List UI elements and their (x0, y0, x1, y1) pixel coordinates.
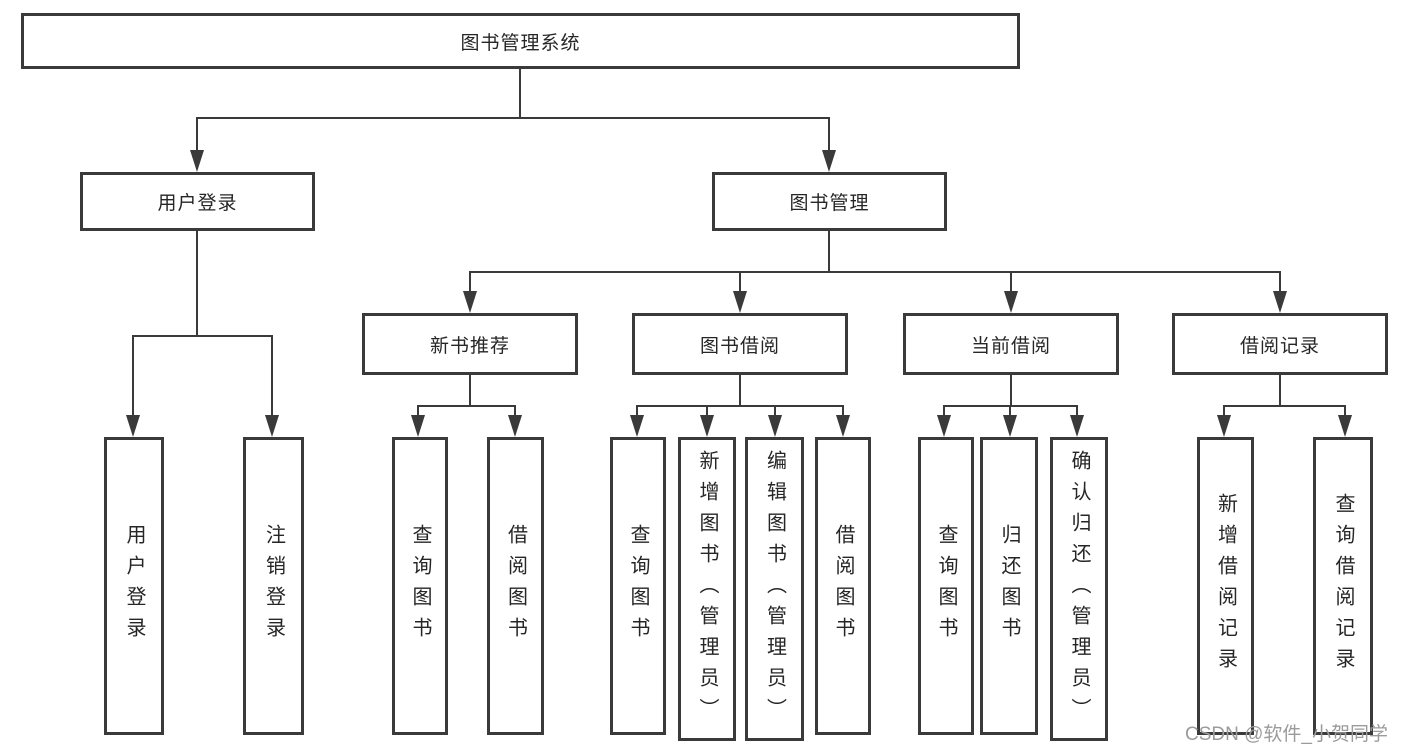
connector-drop-leaf-logout (271, 335, 273, 417)
arrow-down-icon (265, 415, 279, 437)
node-book-borrow-label: 图书借阅 (699, 335, 780, 357)
leaf-add-borrow-record: 新增借阅记录 (1197, 437, 1254, 735)
csdn-watermark: CSDN @软件_小贺同学 (1185, 724, 1388, 745)
connector-user-login-bus (132, 335, 273, 337)
connector-drop (1009, 405, 1011, 417)
leaf-query-books-3: 查询图书 (918, 437, 974, 735)
leaf-query-borrow-record-label: 查询借阅记录 (1332, 493, 1354, 679)
leaf-borrow-books-1: 借阅图书 (487, 437, 544, 735)
arrow-down-icon (1070, 415, 1084, 437)
arrow-down-icon (700, 415, 714, 437)
connector-drop (1223, 405, 1225, 417)
leaf-query-books-2: 查询图书 (610, 437, 666, 735)
connector-drop (842, 405, 844, 417)
node-current-borrow: 当前借阅 (903, 313, 1119, 375)
leaf-confirm-return-admin-label: 确认归还（管理员） (1068, 449, 1090, 729)
arrow-down-icon (733, 291, 747, 313)
connector-drop-user-login (196, 117, 198, 153)
leaf-confirm-return-admin: 确认归还（管理员） (1050, 437, 1108, 741)
arrow-down-icon (126, 415, 140, 437)
leaf-add-books-admin: 新增图书（管理员） (678, 437, 736, 741)
connector-root-bus (197, 117, 830, 119)
leaf-user-login: 用户登录 (104, 437, 164, 735)
leaf-query-books-1: 查询图书 (392, 437, 448, 735)
leaf-add-borrow-record-label: 新增借阅记录 (1214, 493, 1237, 679)
leaf-user-login-label: 用户登录 (123, 524, 145, 648)
connector-drop-book-management (828, 117, 830, 153)
arrow-down-icon (1003, 415, 1017, 437)
arrow-down-icon (1273, 291, 1287, 313)
leaf-add-books-admin-label: 新增图书（管理员） (696, 449, 718, 729)
leaf-edit-books-admin-label: 编辑图书（管理员） (763, 449, 786, 729)
connector-drop (1344, 405, 1346, 417)
arrow-down-icon (1004, 291, 1018, 313)
node-root-label: 图书管理系统 (460, 32, 581, 54)
connector-drop (417, 405, 419, 417)
arrow-down-icon (411, 415, 425, 437)
leaf-query-books-1-label: 查询图书 (409, 524, 431, 648)
connector-drop-new-book-recommend (469, 271, 471, 293)
leaf-borrow-books-1-label: 借阅图书 (504, 524, 527, 648)
leaf-query-books-2-label: 查询图书 (627, 524, 649, 648)
connector-root-stem (519, 68, 521, 118)
leaf-logout-label: 注销登录 (262, 524, 285, 648)
leaf-return-books-label: 归还图书 (998, 524, 1020, 648)
connector-drop (943, 405, 945, 417)
connector-drop-borrow-records (1279, 271, 1281, 293)
connector-drop (1076, 405, 1078, 417)
arrow-down-icon (937, 415, 951, 437)
connector-borrow-records-stem (1279, 375, 1281, 406)
leaf-logout: 注销登录 (243, 437, 304, 735)
connector-new-book-recommend-stem (469, 375, 471, 406)
leaf-query-borrow-record: 查询借阅记录 (1313, 437, 1373, 735)
connector-book-borrow-stem (739, 375, 741, 406)
node-user-login: 用户登录 (80, 172, 315, 231)
node-book-borrow: 图书借阅 (632, 313, 848, 375)
connector-drop (706, 405, 708, 417)
connector-borrow-records-bus (1223, 405, 1346, 407)
connector-new-book-recommend-bus (417, 405, 516, 407)
connector-drop-book-borrow (739, 271, 741, 293)
arrow-down-icon (190, 150, 204, 172)
leaf-edit-books-admin: 编辑图书（管理员） (745, 437, 804, 741)
connector-book-borrow-bus (636, 405, 844, 407)
connector-book-management-bus (469, 271, 1281, 273)
arrow-down-icon (768, 415, 782, 437)
node-user-login-label: 用户登录 (157, 193, 238, 214)
connector-drop-current-borrow (1010, 271, 1012, 293)
arrow-down-icon (1217, 415, 1231, 437)
leaf-borrow-books-2-label: 借阅图书 (832, 524, 854, 648)
arrow-down-icon (1338, 415, 1352, 437)
node-book-management: 图书管理 (712, 172, 947, 231)
connector-user-login-stem (196, 231, 198, 336)
arrow-down-icon (822, 150, 836, 172)
leaf-query-books-3-label: 查询图书 (935, 524, 957, 648)
arrow-down-icon (836, 415, 850, 437)
arrow-down-icon (508, 415, 522, 437)
connector-drop (636, 405, 638, 417)
node-new-book-recommend: 新书推荐 (362, 313, 578, 375)
connector-drop (514, 405, 516, 417)
connector-drop-leaf-user-login (132, 335, 134, 417)
node-borrow-records-label: 借阅记录 (1239, 335, 1320, 357)
connector-book-management-stem (828, 231, 830, 273)
node-new-book-recommend-label: 新书推荐 (429, 335, 510, 357)
node-book-management-label: 图书管理 (789, 193, 870, 214)
arrow-down-icon (630, 415, 644, 437)
connector-current-borrow-stem (1010, 375, 1012, 406)
leaf-return-books: 归还图书 (980, 437, 1038, 735)
node-current-borrow-label: 当前借阅 (970, 335, 1051, 357)
connector-drop (774, 405, 776, 417)
node-borrow-records: 借阅记录 (1172, 313, 1388, 375)
leaf-borrow-books-2: 借阅图书 (815, 437, 871, 735)
node-root: 图书管理系统 (21, 13, 1020, 69)
arrow-down-icon (463, 291, 477, 313)
